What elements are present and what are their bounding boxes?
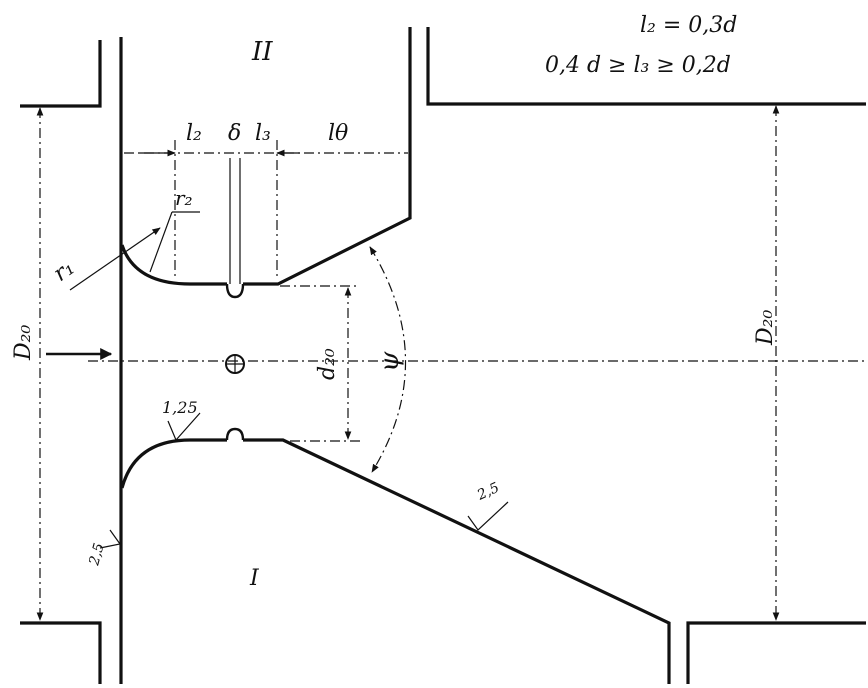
- dim-ltheta-label: lθ: [328, 121, 348, 146]
- lower-pressure-tap: [225, 427, 245, 441]
- roughness-throat-label: 1,25: [162, 398, 198, 417]
- dimension-lines: [36, 105, 780, 621]
- dim-l2-label: l₂: [186, 121, 202, 146]
- dim-delta-label: δ: [228, 121, 241, 146]
- dim-D20-right-label: D₂₀: [753, 310, 778, 346]
- dim-r2-label: r₂: [175, 186, 193, 210]
- r1-leader: [69, 227, 161, 291]
- psi-arc: [369, 246, 407, 473]
- roughness-cone-mark: [467, 501, 509, 531]
- pipe-walls: [20, 27, 866, 684]
- dim-psi-label: ψ: [375, 351, 405, 372]
- roughness-throat-mark: [167, 412, 201, 442]
- axis-and-flow: [46, 348, 866, 374]
- zone-downstream-label: II: [251, 37, 273, 67]
- roughness-cone-label: 2,5: [474, 480, 502, 504]
- upper-pressure-tap: [225, 283, 245, 299]
- roughness-inlet-mark: [99, 529, 122, 549]
- upper-right-wall: [426, 27, 866, 106]
- nozzle-lower-profile: [120, 438, 671, 684]
- nozzle-upper-profile: [120, 27, 412, 286]
- upper-left-wall: [20, 40, 102, 108]
- dim-d20-label: d₂₀: [315, 348, 340, 380]
- zone-upstream-label: I: [249, 566, 260, 591]
- dim-D20-left-label: D₂₀: [11, 325, 36, 361]
- formula-l3: 0,4 d ≥ l₃ ≥ 0,2d: [545, 53, 731, 78]
- nozzle-body: [119, 27, 671, 684]
- lower-right-wall: [686, 621, 866, 684]
- dim-r1-label: r₁: [49, 255, 79, 287]
- r2-leader: [149, 211, 173, 273]
- lower-left-wall: [20, 621, 102, 684]
- dim-l3-label: l₃: [255, 121, 271, 146]
- labels: l₂ = 0,3d 0,4 d ≥ l₃ ≥ 0,2d II I l₂ δ l₃…: [11, 13, 778, 591]
- formula-l2: l₂ = 0,3d: [640, 13, 737, 38]
- roughness-inlet-label: 2,5: [86, 541, 108, 568]
